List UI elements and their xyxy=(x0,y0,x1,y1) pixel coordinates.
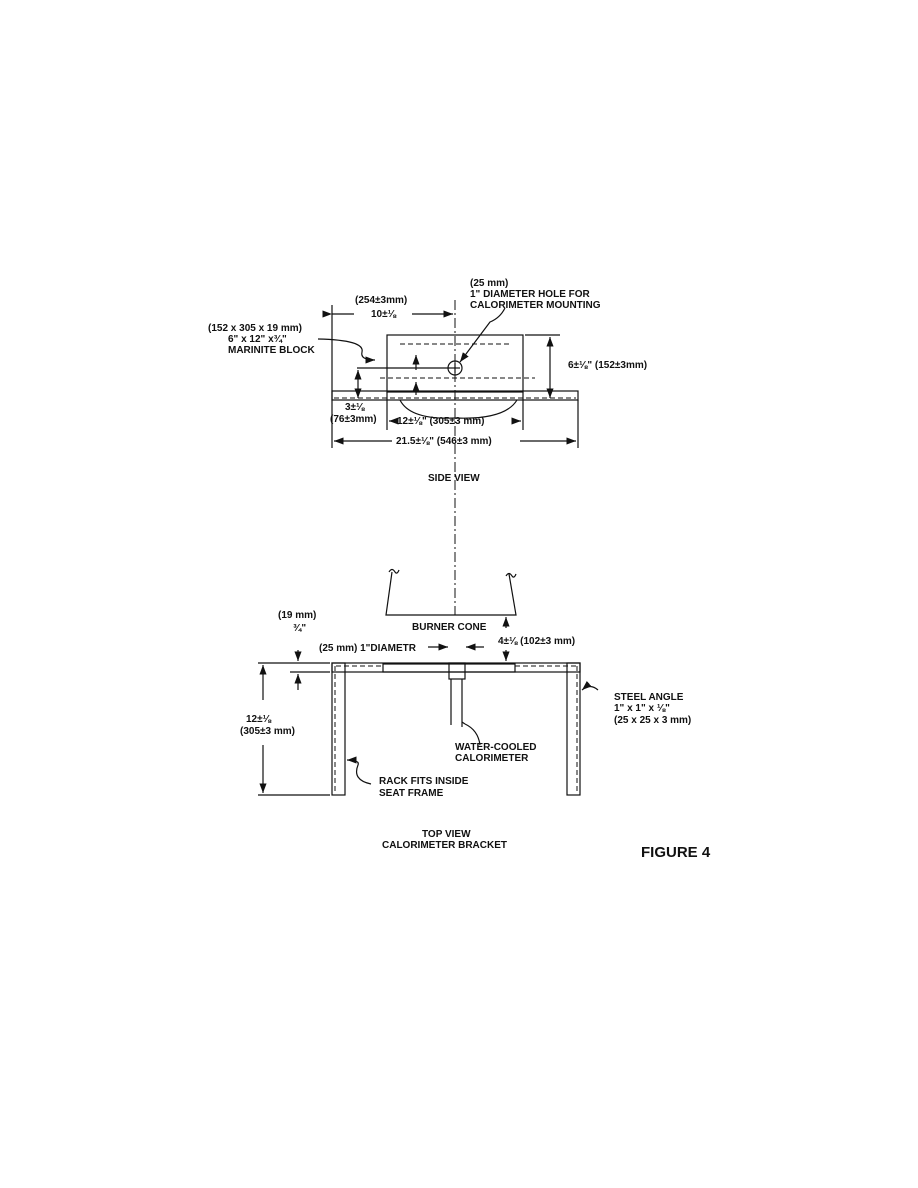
steel-angle-2: 1" x 1" x ⅛" xyxy=(614,703,670,714)
steel-angle-1: STEEL ANGLE xyxy=(614,692,684,703)
dim-3: 3±⅛ xyxy=(345,402,365,413)
figure-label: FIGURE 4 xyxy=(641,844,711,861)
calorimeter-head xyxy=(448,662,466,680)
dim-10: 10±⅛ xyxy=(371,309,397,320)
water-cooled-calorimeter xyxy=(450,679,463,727)
rack-fits-2: SEAT FRAME xyxy=(379,788,444,799)
side-view: (25 mm) 1" DIAMETER HOLE FOR CALORIMETER… xyxy=(208,278,647,615)
diam-label: (25 mm) 1"DIAMETR xyxy=(319,643,417,654)
thick-mm: (19 mm) xyxy=(278,610,316,621)
right-leg xyxy=(566,662,581,796)
dim-3-mm: (76±3mm) xyxy=(330,414,377,425)
burner-cone-label: BURNER CONE xyxy=(412,622,487,633)
block-in: 6" x 12" x¾" xyxy=(228,334,287,345)
height-mm: (305±3 mm) xyxy=(240,726,295,737)
burner-cone xyxy=(385,571,517,616)
water-cooled-2: CALORIMETER xyxy=(455,753,529,764)
side-view-title: SIDE VIEW xyxy=(428,473,480,484)
top-view-title-1: TOP VIEW xyxy=(422,829,471,840)
dim-21: 21.5±⅛" (546±3 mm) xyxy=(396,436,492,447)
dim-12: 12±⅛" (305±3 mm) xyxy=(397,416,484,427)
block-mm: (152 x 305 x 19 mm) xyxy=(208,323,302,334)
dim-6: 6±⅛" (152±3mm) xyxy=(568,360,647,371)
hole-label-1: 1" DIAMETER HOLE FOR xyxy=(470,289,591,300)
hole-mm-label: (25 mm) xyxy=(470,278,508,289)
hole-label-2: CALORIMETER MOUNTING xyxy=(470,300,601,311)
thick-in: ¾" xyxy=(293,623,306,634)
block-name: MARINITE BLOCK xyxy=(228,345,315,356)
left-leg xyxy=(331,662,346,796)
top-view: BURNER CONE 4±⅛ (102±3 mm) (19 mm) ¾" (2… xyxy=(240,568,691,851)
rack-fits-1: RACK FITS INSIDE xyxy=(379,776,469,787)
height-in: 12±⅛ xyxy=(246,714,272,725)
steel-angle-3: (25 x 25 x 3 mm) xyxy=(614,715,691,726)
dim-10-mm: (254±3mm) xyxy=(355,295,407,306)
top-view-title-2: CALORIMETER BRACKET xyxy=(382,840,507,851)
dim-4: 4±⅛ (102±3 mm) xyxy=(498,636,575,647)
water-cooled-1: WATER-COOLED xyxy=(455,742,536,753)
